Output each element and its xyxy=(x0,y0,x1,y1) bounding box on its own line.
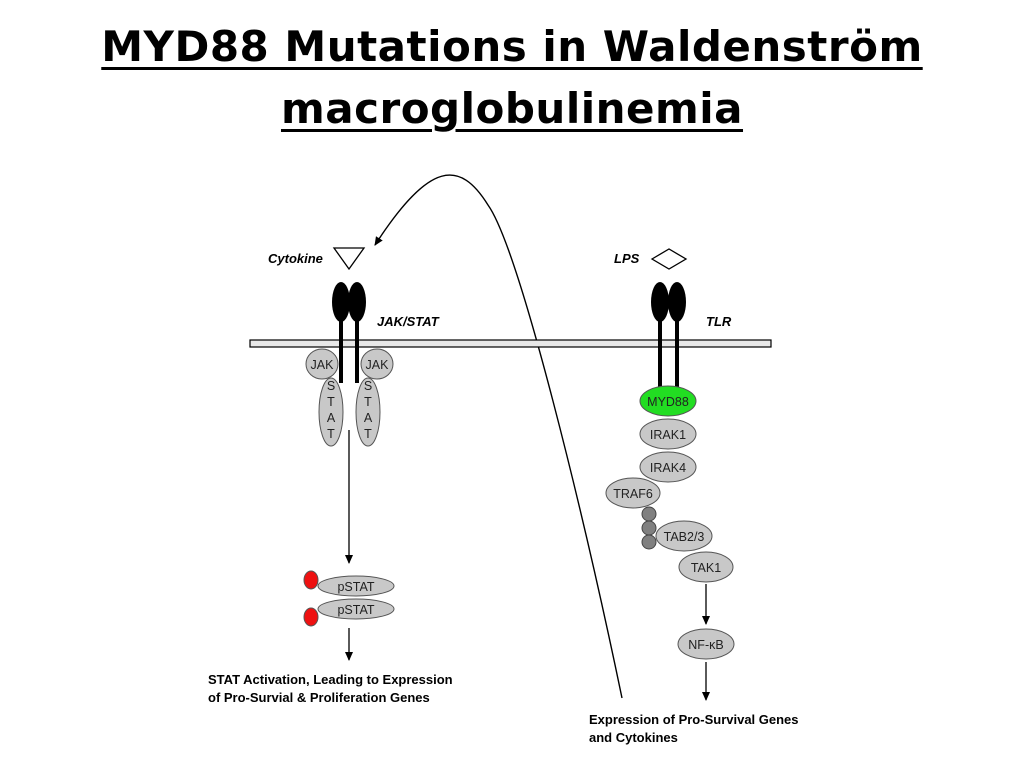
phosphate-icon xyxy=(303,607,319,627)
tlr-caption-line-1: Expression of Pro-Survival Genes xyxy=(589,712,799,727)
tlr-label: TLR xyxy=(706,314,732,329)
tab23-node: TAB2/3 xyxy=(655,520,713,552)
lps-diamond-icon xyxy=(650,248,688,270)
pstat-bottom: pSTAT xyxy=(317,598,395,620)
irak1-node: IRAK1 xyxy=(639,418,697,450)
svg-text:A: A xyxy=(364,411,373,425)
pstat-top: pSTAT xyxy=(317,575,395,597)
svg-text:T: T xyxy=(364,427,372,441)
cytokine-feedback-curve xyxy=(374,174,623,699)
svg-text:TRAF6: TRAF6 xyxy=(613,487,653,501)
svg-text:IRAK1: IRAK1 xyxy=(650,428,686,442)
irak4-node: IRAK4 xyxy=(639,451,697,483)
slide-title-line-1: MYD88 Mutations in Waldenström xyxy=(101,22,923,71)
nfkb-node: NF-κB xyxy=(677,628,735,660)
tlr-caption-line-2: and Cytokines xyxy=(589,730,678,745)
svg-text:T: T xyxy=(327,395,335,409)
tak1-node: TAK1 xyxy=(678,551,734,583)
jak-stat-label: JAK/STAT xyxy=(377,314,440,329)
myd88-node: MYD88 xyxy=(639,385,697,417)
svg-text:pSTAT: pSTAT xyxy=(337,603,374,617)
svg-text:A: A xyxy=(327,411,336,425)
svg-text:T: T xyxy=(364,395,372,409)
jak-left: JAK xyxy=(305,348,339,380)
jak-right: JAK xyxy=(360,348,394,380)
svg-text:JAK: JAK xyxy=(311,358,335,372)
svg-text:S: S xyxy=(364,379,372,393)
lps-label: LPS xyxy=(614,251,640,266)
jak-stat-receptor xyxy=(332,282,366,383)
svg-text:T: T xyxy=(327,427,335,441)
svg-text:S: S xyxy=(327,379,335,393)
svg-text:JAK: JAK xyxy=(366,358,390,372)
cytokine-triangle-icon xyxy=(332,247,366,271)
svg-text:MYD88: MYD88 xyxy=(647,395,689,409)
traf6-node: TRAF6 xyxy=(605,477,661,509)
phosphate-icon xyxy=(303,570,319,590)
stat-caption-line-1: STAT Activation, Leading to Expression xyxy=(208,672,453,687)
svg-text:NF-κB: NF-κB xyxy=(688,638,723,652)
stat-caption-line-2: of Pro-Survial & Proliferation Genes xyxy=(208,690,430,705)
svg-text:TAK1: TAK1 xyxy=(691,561,721,575)
svg-text:TAB2/3: TAB2/3 xyxy=(664,530,705,544)
tlr-receptor xyxy=(651,282,686,390)
cytokine-label: Cytokine xyxy=(268,251,323,266)
stat-left: S T A T xyxy=(318,377,344,447)
cell-membrane xyxy=(249,339,772,348)
stat-right: S T A T xyxy=(355,377,381,447)
svg-text:IRAK4: IRAK4 xyxy=(650,461,686,475)
ubiquitin-chain-icon xyxy=(641,506,657,550)
svg-text:pSTAT: pSTAT xyxy=(337,580,374,594)
slide-title-line-2: macroglobulinemia xyxy=(280,84,744,133)
